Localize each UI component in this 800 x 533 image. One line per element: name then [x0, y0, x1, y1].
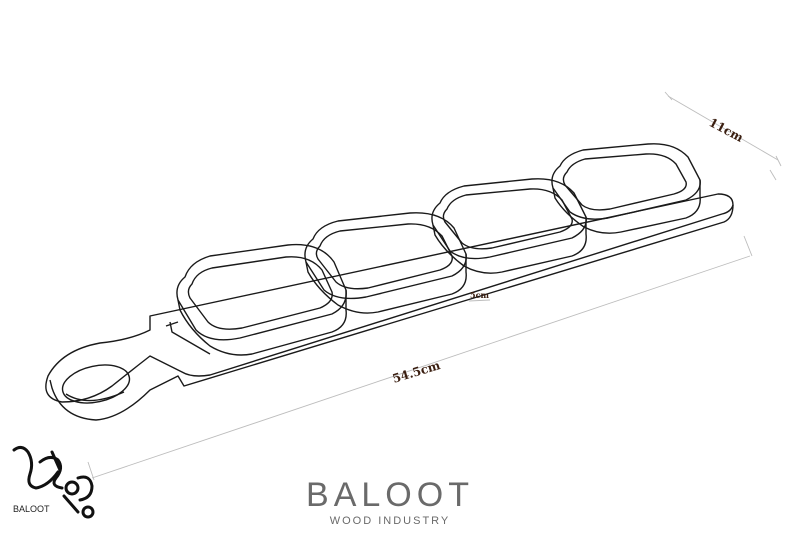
- width-dimension-label: 11cm: [707, 115, 746, 145]
- bowl-4-rim-outer: [551, 143, 701, 220]
- board-front-edge: [49, 204, 734, 421]
- bowl-2-rim-inner: [315, 223, 453, 290]
- bowl-3-rim-inner: [442, 188, 573, 250]
- bowl-1-rim-outer: [176, 243, 347, 341]
- width-dimension-line: [667, 95, 779, 161]
- gap-dimension-line: [468, 299, 491, 302]
- bowl-3: [431, 178, 587, 274]
- board-top-outline: [45, 193, 734, 403]
- gap-dimension-label: 5cm: [470, 290, 489, 300]
- bowl-2-base: [305, 254, 467, 314]
- dimension-lines: [87, 91, 782, 481]
- brand-block: BALOOT WOOD INDUSTRY: [290, 478, 490, 527]
- length-tick-end: [743, 235, 753, 257]
- length-dimension-line: [91, 255, 751, 479]
- handle-hole-inner: [65, 391, 125, 402]
- bowl-3-base: [432, 217, 587, 274]
- bowl-4: [551, 143, 701, 234]
- length-dimension-label: 54.5cm: [391, 358, 442, 386]
- brand-logo-mark: [12, 445, 95, 519]
- brand-subtitle: WOOD INDUSTRY: [329, 515, 451, 527]
- bowl-1-base: [177, 290, 347, 356]
- serving-board: [45, 193, 734, 421]
- length-tick-start: [87, 461, 95, 481]
- logo-wordmark: BALOOT: [13, 504, 50, 514]
- brand-name: BALOOT: [306, 476, 474, 514]
- width-tick-start: [664, 91, 673, 101]
- bowl-2: [304, 212, 467, 314]
- bowl-4-rim-inner: [562, 153, 687, 211]
- handle-hole: [61, 364, 131, 404]
- width-tick-end: [775, 155, 782, 167]
- width-tick-far: [769, 169, 777, 181]
- bowl-4-base: [552, 180, 701, 234]
- board-slot-inner-edge: [165, 321, 211, 355]
- bowl-3-rim-outer: [431, 178, 587, 260]
- bowl-1-rim-inner: [187, 256, 333, 330]
- bowl-1: [176, 243, 347, 356]
